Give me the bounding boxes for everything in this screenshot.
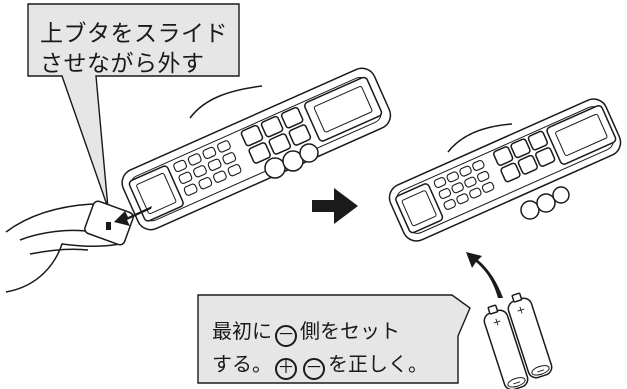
callout-battery-line1-pre: 最初に (212, 319, 272, 343)
minus-icon: － (275, 325, 297, 347)
callout-battery-line2-pre: する。 (212, 352, 272, 376)
battery-left-minus: − (510, 375, 523, 389)
remote-left-large-buttons (240, 106, 312, 164)
arrow-next-step (312, 188, 358, 224)
battery-right: + − (507, 292, 553, 379)
battery-left: + − (483, 304, 529, 389)
arrow-remove-cover (114, 206, 152, 226)
minus-icon: － (303, 358, 325, 380)
battery-right-minus: − (534, 363, 547, 378)
callout-slide-cover (27, 3, 240, 209)
callout-slide-line2: させながら外す (40, 51, 205, 77)
callout-battery-line2-post: を正しく。 (328, 352, 428, 376)
remote-right-large-buttons (493, 130, 556, 183)
battery-left-plus: + (490, 314, 503, 329)
remote-control-right (388, 98, 622, 242)
callout-battery-line2: する。＋ －を正しく。 (212, 348, 428, 380)
remote-left-knobs (264, 143, 319, 179)
hand-top-left (189, 85, 263, 119)
remote-right-knobs (520, 186, 570, 220)
plus-icon: ＋ (275, 358, 297, 380)
callout-battery-line1-post: 側をセット (300, 319, 400, 343)
hand-holding-cover (5, 200, 134, 293)
remote-right-small-buttons (433, 159, 495, 210)
remote-left-small-buttons (173, 140, 242, 196)
battery-right-plus: + (514, 302, 527, 317)
callout-battery-insert (197, 294, 471, 384)
hand-top-right (447, 123, 513, 153)
callout-slide-line1: 上ブタをスライド (40, 21, 228, 47)
arrow-insert-battery (466, 252, 503, 298)
callout-battery-line1: 最初に－側をセット (212, 315, 400, 347)
